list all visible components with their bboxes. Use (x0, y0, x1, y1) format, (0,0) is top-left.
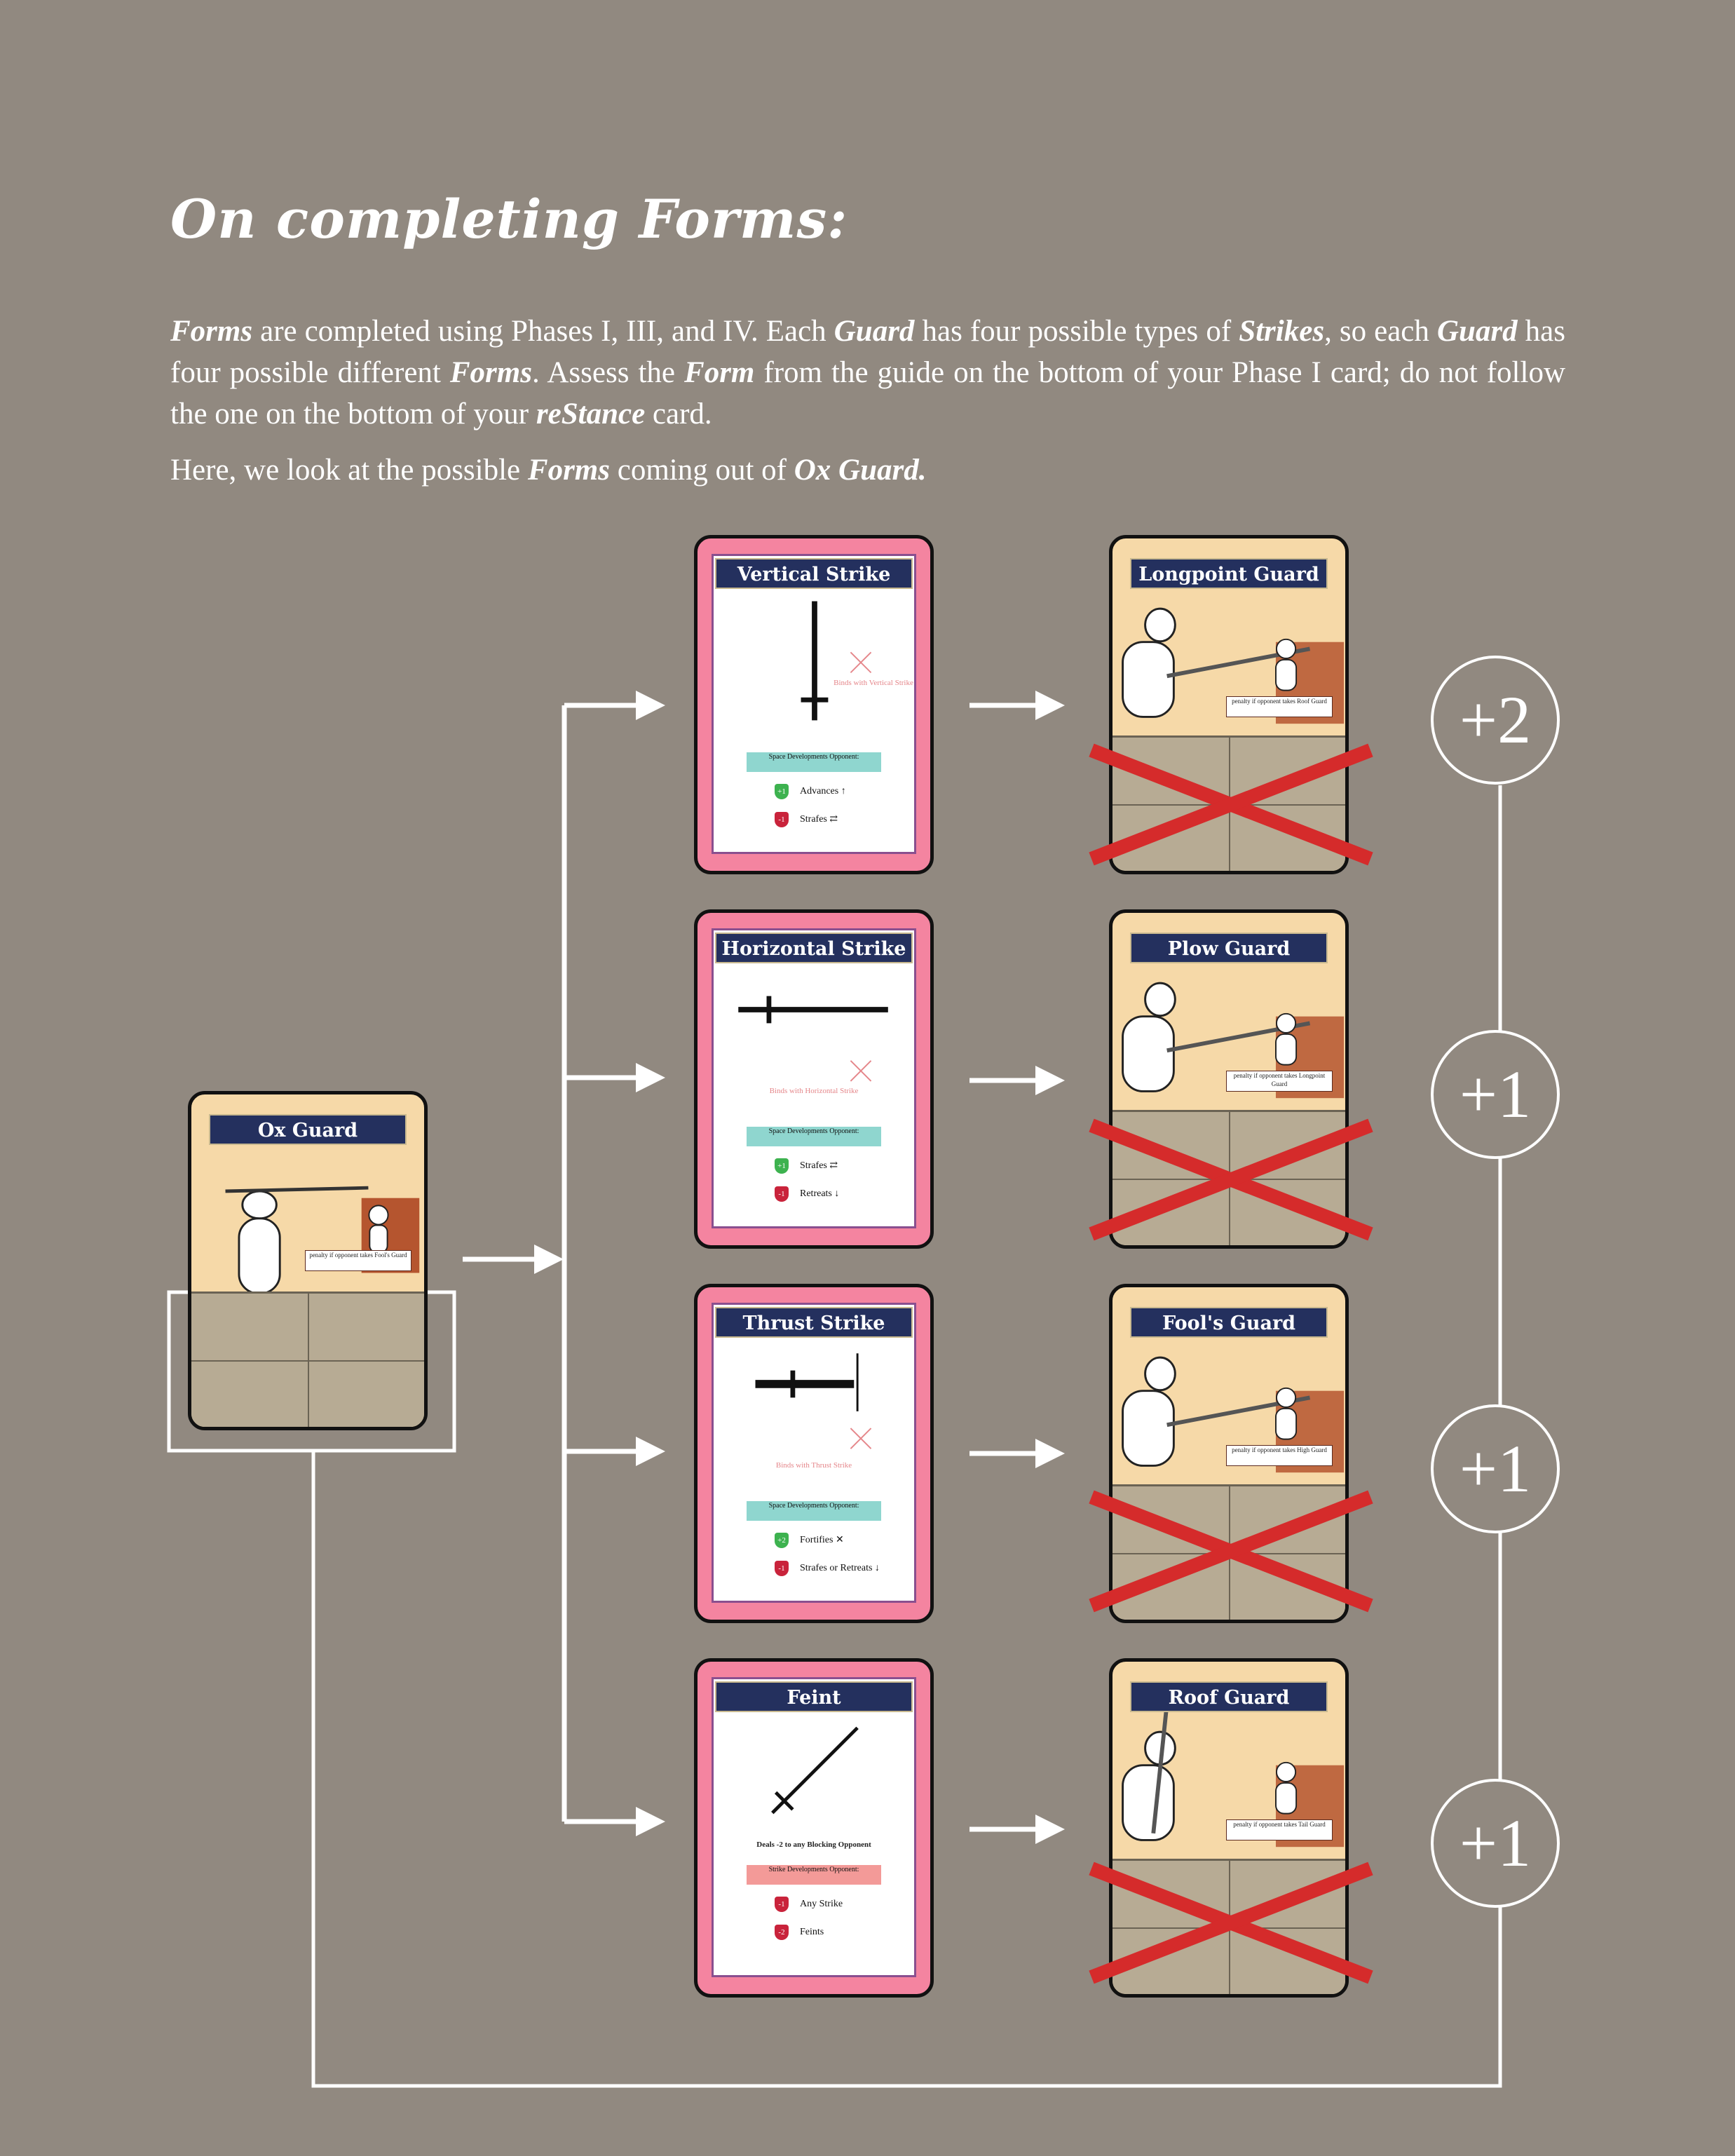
red-cross-icon (1089, 1118, 1373, 1241)
binds-text: Binds with Thrust Strike (775, 1461, 852, 1470)
strike-card-title: Horizontal Strike (715, 933, 913, 963)
guard-penalty: penalty if opponent takes High Guard (1226, 1445, 1333, 1466)
shield-badge-icon: +1 (775, 1158, 789, 1174)
binds-text: Deals -2 to any Blocking Opponent (756, 1840, 871, 1849)
shield-badge-icon: -1 (775, 1186, 789, 1202)
text-run: coming out of (610, 454, 794, 487)
sword-icon (771, 1726, 859, 1815)
score-fools: +1 (1431, 1404, 1560, 1533)
intro-paragraph: Forms are completed using Phases I, III,… (170, 311, 1565, 435)
ox-guard-title: Ox Guard (209, 1114, 407, 1145)
development-text: Strafes or Retreats ↓ (800, 1563, 880, 1574)
strike-card-face (712, 928, 916, 1228)
guard-card-title: Plow Guard (1130, 933, 1328, 963)
shield-badge-icon: -1 (775, 812, 789, 827)
sword-icon (755, 1353, 872, 1449)
development-line: -1 Any Strike (775, 1897, 843, 1912)
shield-badge-icon: -1 (775, 1561, 789, 1576)
text-run: card. (645, 398, 712, 430)
development-text: Any Strike (800, 1899, 843, 1910)
ox-guard-paragraph: Here, we look at the possible Forms comi… (170, 449, 1565, 491)
development-text: Advances ↑ (800, 786, 846, 797)
fools-guard-card: Fool's Guard penalty if opponent takes Hi… (1109, 1284, 1349, 1623)
strike-card-title: Thrust Strike (715, 1307, 913, 1338)
guard-card-title: Roof Guard (1130, 1681, 1328, 1712)
development-line: -2 Feints (775, 1925, 824, 1940)
development-text: Strafes ⇄ (800, 814, 838, 825)
guard-penalty: penalty if opponent takes Roof Guard (1226, 696, 1333, 717)
binds-text: Binds with Horizontal Strike (769, 1087, 859, 1095)
text-run: , so each (1324, 315, 1437, 348)
emphasis-term: Form (684, 356, 755, 389)
development-line: +1 Advances ↑ (775, 784, 846, 799)
development-line: -1 Strafes or Retreats ↓ (775, 1561, 880, 1576)
red-cross-icon (1089, 1862, 1373, 1984)
sword-icon (801, 601, 872, 721)
guard-card-title: Fool's Guard (1130, 1307, 1328, 1338)
fencer-illustration (1122, 1704, 1345, 1847)
emphasis-term: Guard (834, 315, 915, 348)
text-run: from the guide on the bottom of your Pha… (170, 356, 1566, 430)
strike-card-face (712, 1303, 916, 1603)
guard-penalty: penalty if opponent takes Tail Guard (1226, 1819, 1333, 1840)
strike-card-title: Feint (715, 1681, 913, 1712)
emphasis-term: Strikes (1239, 315, 1325, 348)
emphasis-term: Forms (449, 356, 532, 389)
shield-badge-icon: +1 (775, 784, 789, 799)
emphasis-term: Forms (527, 454, 610, 487)
emphasis-term: reStance (536, 398, 646, 430)
emphasis-term: Forms (170, 315, 253, 348)
text-run: Here, we look at the possible (170, 454, 528, 487)
sword-icon (738, 996, 888, 1082)
emphasis-term: Guard (1436, 315, 1518, 348)
red-cross-icon (1089, 743, 1373, 866)
score-roof: +1 (1431, 1779, 1560, 1908)
development-text: Strafes ⇄ (800, 1160, 838, 1172)
score-longpoint: +2 (1431, 656, 1560, 785)
red-cross-icon (1089, 1490, 1373, 1613)
text-run: . Assess the (531, 356, 685, 389)
guard-penalty: penalty if opponent takes Longpoint Guar… (1226, 1071, 1333, 1092)
text-run: are completed using Phases I, III, and I… (252, 315, 834, 348)
binds-text: Binds with Vertical Strike (834, 679, 913, 687)
developments-ribbon: Strike Developments Opponent: (747, 1865, 881, 1885)
strike-card-title: Vertical Strike (715, 558, 913, 589)
development-text: Feints (800, 1927, 824, 1938)
shield-badge-icon: -2 (775, 1925, 789, 1940)
strike-card-face (712, 1677, 916, 1977)
shield-badge-icon: -1 (775, 1897, 789, 1912)
form-guide-grid (191, 1291, 424, 1427)
guard-card-title: Longpoint Guard (1130, 558, 1328, 589)
development-line: -1 Strafes ⇄ (775, 812, 838, 827)
developments-ribbon: Space Developments Opponent: (747, 1127, 881, 1146)
text-run: has four possible different (170, 315, 1566, 389)
shield-badge-icon: +2 (775, 1533, 789, 1548)
score-plow: +1 (1431, 1030, 1560, 1159)
longpoint-guard-card: Longpoint Guard penalty if opponent takes… (1109, 535, 1349, 874)
page-title: On completing Forms: (170, 188, 848, 250)
development-line: -1 Retreats ↓ (775, 1186, 839, 1202)
ox-guard-card: Ox Guard penalty if opponent takes Fool'… (188, 1091, 428, 1430)
emphasis-term: Ox Guard. (794, 454, 927, 487)
development-text: Retreats ↓ (800, 1188, 840, 1200)
development-text: Fortifies ✕ (800, 1535, 844, 1546)
development-line: +2 Fortifies ✕ (775, 1533, 844, 1548)
ox-guard-penalty: penalty if opponent takes Fool's Guard (305, 1250, 411, 1271)
developments-ribbon: Space Developments Opponent: (747, 1501, 881, 1521)
development-line: +1 Strafes ⇄ (775, 1158, 838, 1174)
text-run: has four possible types of (914, 315, 1239, 348)
developments-ribbon: Space Developments Opponent: (747, 752, 881, 772)
